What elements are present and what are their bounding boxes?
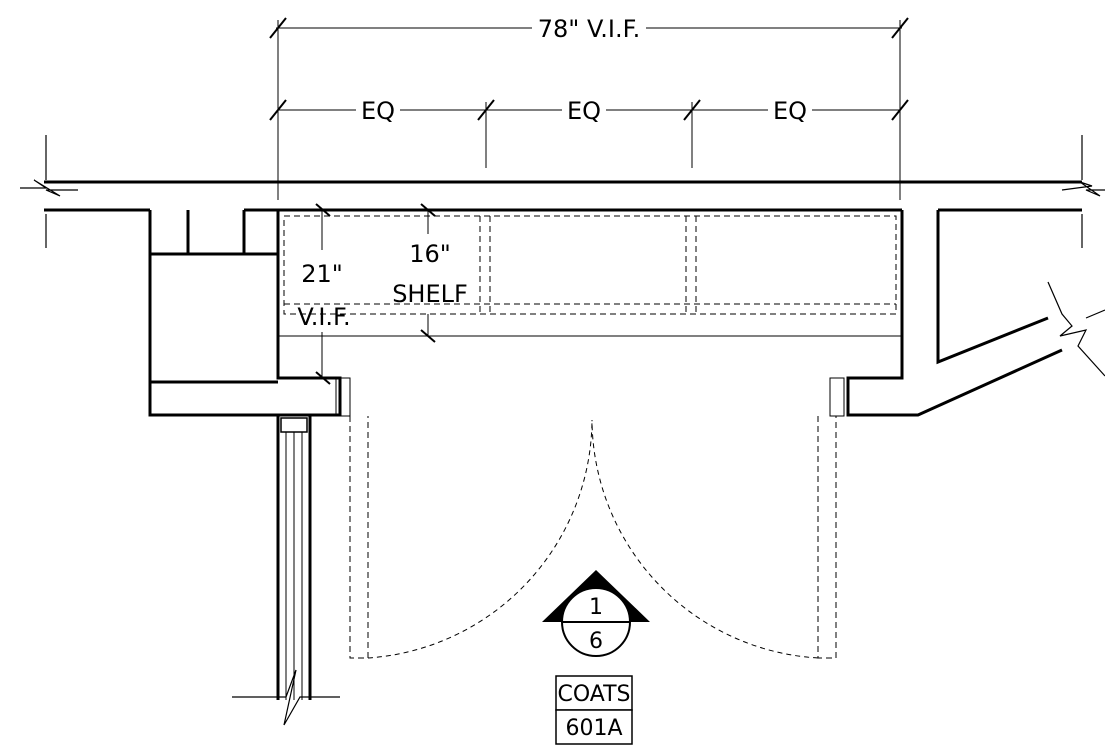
room-number: 601A bbox=[565, 716, 622, 741]
room-tag bbox=[555, 675, 633, 745]
overall-dimension-label: 78" V.I.F. bbox=[538, 15, 640, 43]
eq-label-2: EQ bbox=[567, 97, 601, 125]
door-leaves bbox=[349, 416, 837, 659]
right-break-line bbox=[1047, 281, 1105, 377]
left-partition-wall bbox=[232, 415, 340, 726]
shelf-dimension-value: 16" bbox=[409, 240, 451, 268]
eq-label-1: EQ bbox=[361, 97, 395, 125]
section-number: 1 bbox=[589, 595, 603, 620]
section-marker bbox=[542, 570, 650, 657]
shelf-dimension bbox=[420, 203, 436, 343]
right-wall bbox=[846, 210, 1063, 417]
depth-dimension-value: 21" bbox=[301, 260, 343, 288]
room-name: COATS bbox=[557, 682, 630, 707]
closet-shelf bbox=[283, 215, 897, 315]
eq-label-3: EQ bbox=[773, 97, 807, 125]
eq-dimension-string bbox=[269, 99, 909, 168]
left-wall-block bbox=[148, 210, 342, 417]
main-wall bbox=[44, 180, 1082, 212]
depth-dimension-vif: V.I.F. bbox=[297, 303, 350, 331]
shelf-dimension-label: SHELF bbox=[392, 280, 468, 308]
break-lines bbox=[20, 135, 1105, 248]
door-jambs bbox=[335, 377, 845, 417]
depth-dimension bbox=[315, 203, 331, 385]
section-sheet: 6 bbox=[589, 629, 603, 654]
door-swing-arcs bbox=[367, 419, 819, 659]
